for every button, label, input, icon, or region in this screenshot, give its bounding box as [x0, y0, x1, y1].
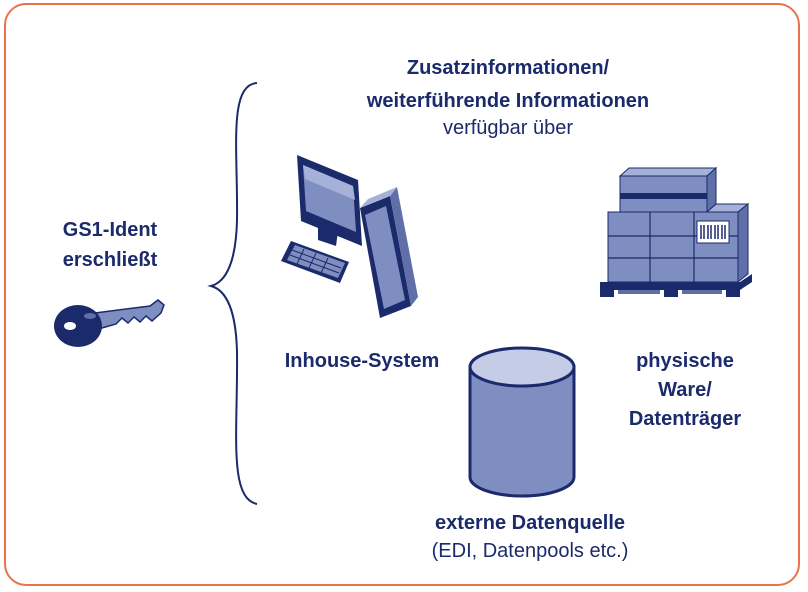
key-icon — [54, 299, 165, 347]
computer-icon — [281, 155, 418, 318]
brace — [207, 82, 258, 505]
physical-line-1: physische — [636, 350, 734, 372]
header-line-1: Zusatzinformationen/ — [406, 57, 610, 79]
external-line-1: externe Datenquelle — [434, 512, 626, 534]
database-icon — [468, 346, 576, 498]
physical-line-2: Ware/ — [658, 379, 712, 401]
header-line-2: weiterführende Informationen — [366, 90, 650, 112]
inhouse-label: Inhouse-System — [284, 350, 440, 372]
physical-line-3: Datenträger — [628, 408, 742, 430]
external-line-2: (EDI, Datenpools etc.) — [431, 540, 629, 562]
left-label-line-1: GS1-Ident — [62, 219, 158, 241]
diagram-frame — [4, 3, 800, 586]
left-label-line-2: erschließt — [62, 249, 158, 271]
header-line-3: verfügbar über — [442, 117, 574, 139]
pallet-icon — [600, 166, 752, 297]
